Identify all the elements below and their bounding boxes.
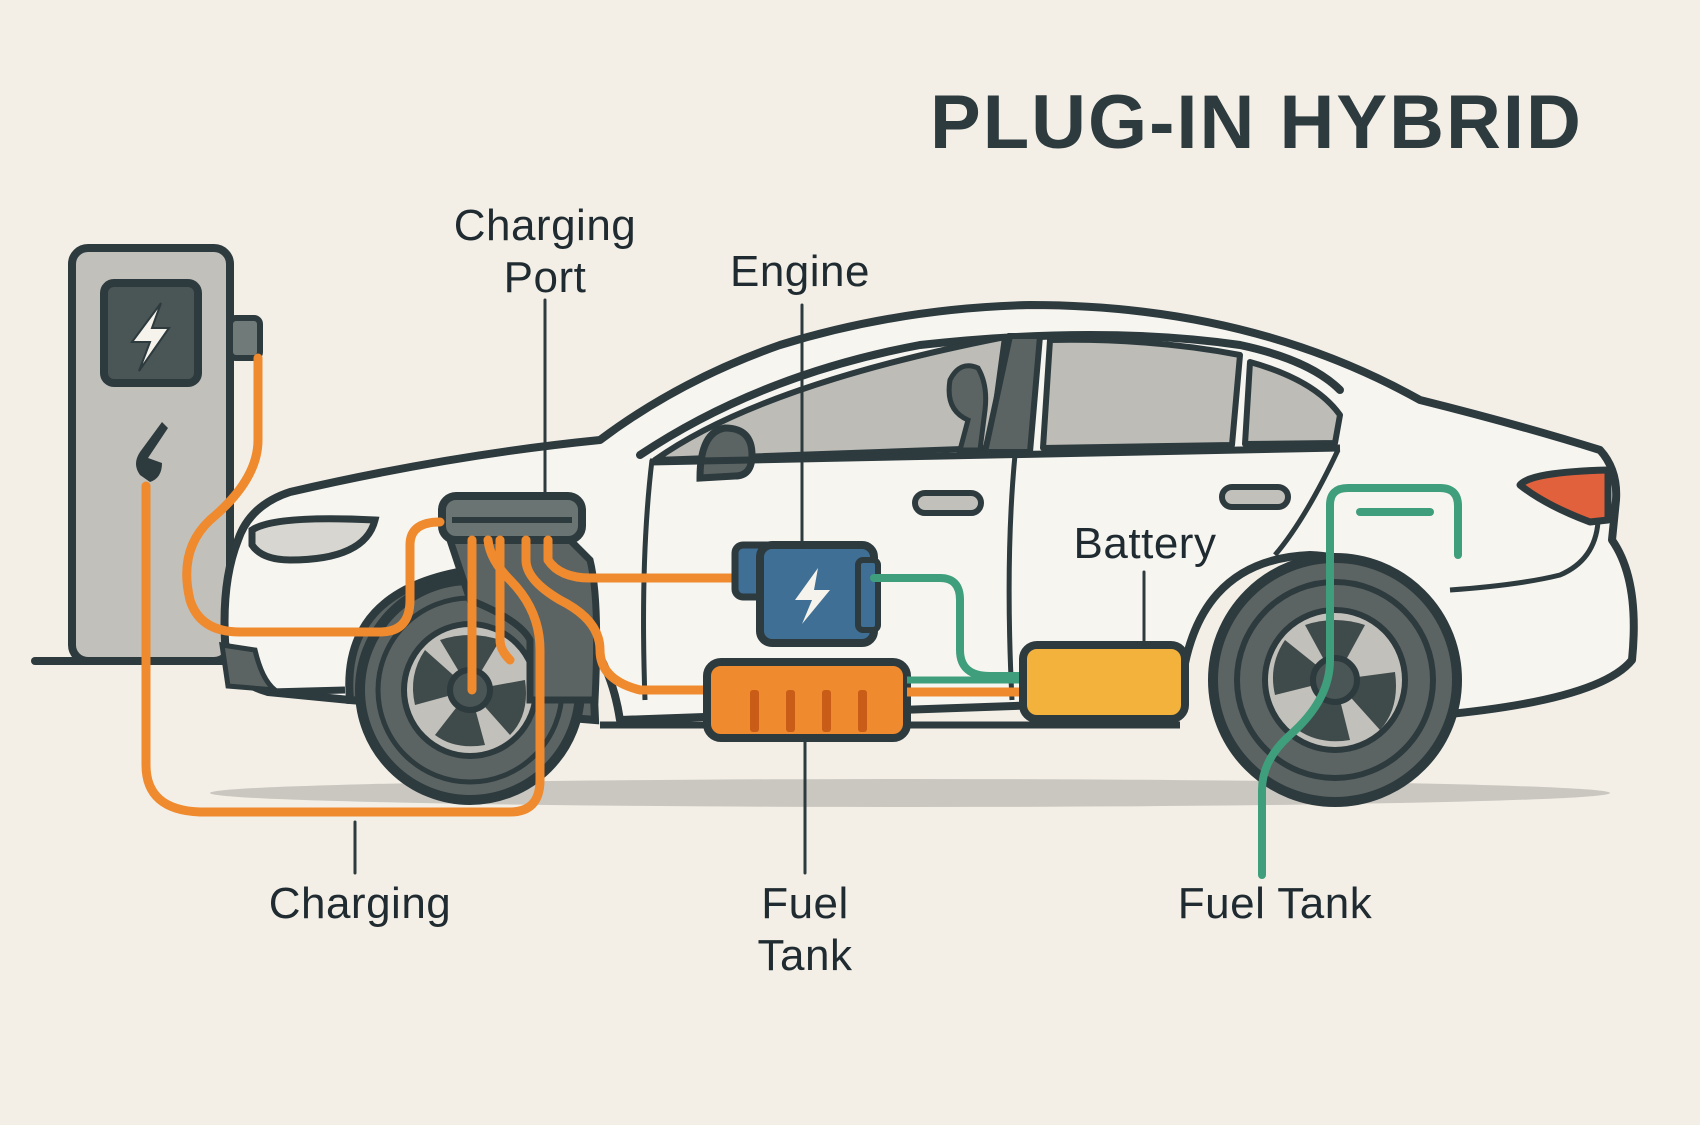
label-battery: Battery	[1073, 519, 1217, 568]
label-charging-port-line2: Port	[503, 253, 587, 302]
quarter-window	[1242, 359, 1343, 447]
plug-nozzle-icon	[136, 422, 168, 482]
label-fuel-tank-center: Fuel Tank	[725, 878, 885, 982]
side-mirror	[696, 424, 756, 482]
headlight	[248, 515, 380, 564]
tail-light	[1516, 466, 1612, 526]
label-fuel-tank-line2: Tank	[757, 931, 853, 980]
seat-icon	[946, 363, 989, 453]
leader-lines	[353, 298, 1146, 875]
label-fuel-tank-right: Fuel Tank	[1177, 879, 1373, 928]
diagram-title: PLUG-IN HYBRID	[930, 80, 1583, 165]
engine-unit	[731, 541, 881, 647]
label-engine: Engine	[729, 247, 870, 296]
rear-wheel	[1208, 553, 1462, 807]
front-door-handle	[912, 490, 984, 516]
rear-window	[1040, 336, 1243, 451]
label-charging: Charging	[268, 879, 452, 928]
rear-door-handle	[1219, 484, 1291, 510]
fuel-tank-unit	[703, 658, 911, 742]
charging-port-unit	[438, 492, 586, 544]
lightning-bolt-icon	[100, 279, 202, 387]
label-charging-port-line1: Charging	[453, 201, 637, 250]
charging-cables	[141, 353, 745, 817]
battery-unit	[1019, 641, 1189, 723]
label-fuel-tank-line1: Fuel	[761, 879, 849, 928]
lightning-bolt-icon	[795, 568, 830, 624]
fuel-lines	[870, 484, 1462, 879]
label-charging-port: Charging Port	[430, 200, 660, 304]
